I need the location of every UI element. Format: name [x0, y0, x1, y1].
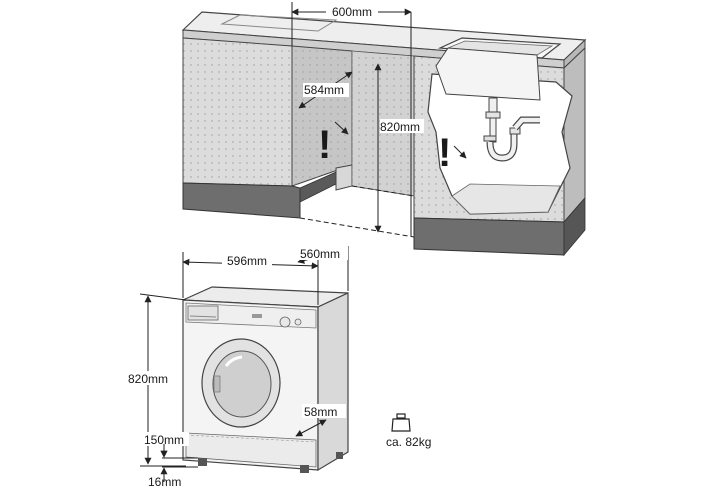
- sink-warning-arrow: [453, 145, 467, 159]
- cabinet-height-label: 820mm: [380, 120, 420, 134]
- machine-side: [317, 292, 349, 472]
- cabinet-dimensions: 600mm 584mm 820mm: [291, 2, 424, 236]
- door-glass: [212, 350, 272, 418]
- detergent-drawer: [187, 305, 219, 321]
- cabinet-width-label: 600mm: [332, 5, 372, 19]
- weight-indicator: ca. 82kg: [386, 413, 431, 449]
- plinth-depth-label: 58mm: [304, 405, 337, 419]
- plinth-height-label: 150mm: [144, 433, 184, 447]
- sink-warning-mark: !: [438, 131, 451, 175]
- machine-height-label: 820mm: [128, 372, 168, 386]
- brand-label: [252, 314, 262, 318]
- foot-back-right: [336, 452, 343, 459]
- door-handle: [213, 375, 221, 393]
- plinth-depth-line: [295, 419, 327, 437]
- washing-machine: [182, 286, 349, 473]
- kitchen-cabinet: [181, 11, 587, 257]
- foot-front-right: [300, 465, 309, 473]
- left-plinth: [182, 182, 301, 219]
- niche-floor-line: [299, 217, 415, 238]
- machine-depth-label: 560mm: [300, 247, 340, 261]
- foot-front-left: [198, 458, 207, 466]
- right-cabinet-side: [563, 46, 586, 224]
- start-button: [294, 318, 302, 326]
- right-plinth: [413, 217, 565, 256]
- weight-icon: [391, 413, 411, 432]
- niche-warning-mark: !: [318, 123, 331, 167]
- hob-outline: [220, 14, 338, 32]
- cabinet-depth-label: 584mm: [304, 83, 344, 97]
- niche-warning-arrow: [334, 121, 349, 135]
- machine-width-label: 596mm: [227, 254, 267, 268]
- weight-label: ca. 82kg: [386, 435, 431, 449]
- program-knob: [279, 316, 291, 328]
- machine-dimensions: 596mm 560mm 820mm 150mm 16mm 58mm: [126, 246, 349, 489]
- drain-siphon: [483, 97, 540, 162]
- niche-floor-back-line: [351, 185, 415, 197]
- machine-plinth: [185, 432, 317, 468]
- feet-height-label: 16mm: [148, 475, 181, 489]
- niche-bracket: [335, 164, 353, 191]
